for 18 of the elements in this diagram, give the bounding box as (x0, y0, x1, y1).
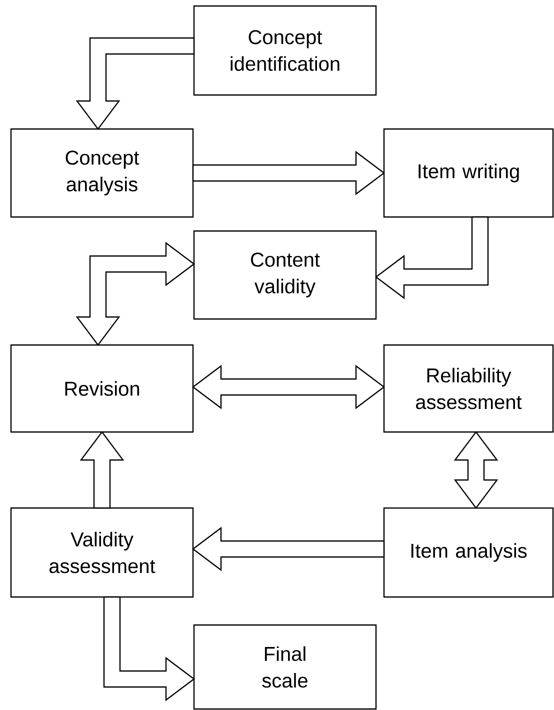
block-arrow (192, 526, 385, 572)
block-arrow (192, 150, 385, 196)
block-arrow (375, 216, 489, 300)
process-box: Final scale (193, 624, 377, 710)
block-arrow (76, 242, 195, 346)
block-arrow (76, 37, 195, 130)
process-box: Item writing (383, 128, 554, 218)
process-box: Validity assessment (10, 507, 194, 598)
block-arrow (80, 431, 124, 509)
block-arrow (454, 431, 498, 509)
process-box: Revision (10, 344, 194, 433)
process-box: Item analysis (383, 507, 554, 598)
process-box: Content validity (193, 230, 377, 320)
process-box: Reliability assessment (383, 344, 554, 433)
block-arrow (103, 596, 195, 702)
process-box: Concept analysis (10, 128, 194, 218)
block-arrow (192, 364, 385, 410)
process-box: Concept identification (193, 5, 377, 96)
